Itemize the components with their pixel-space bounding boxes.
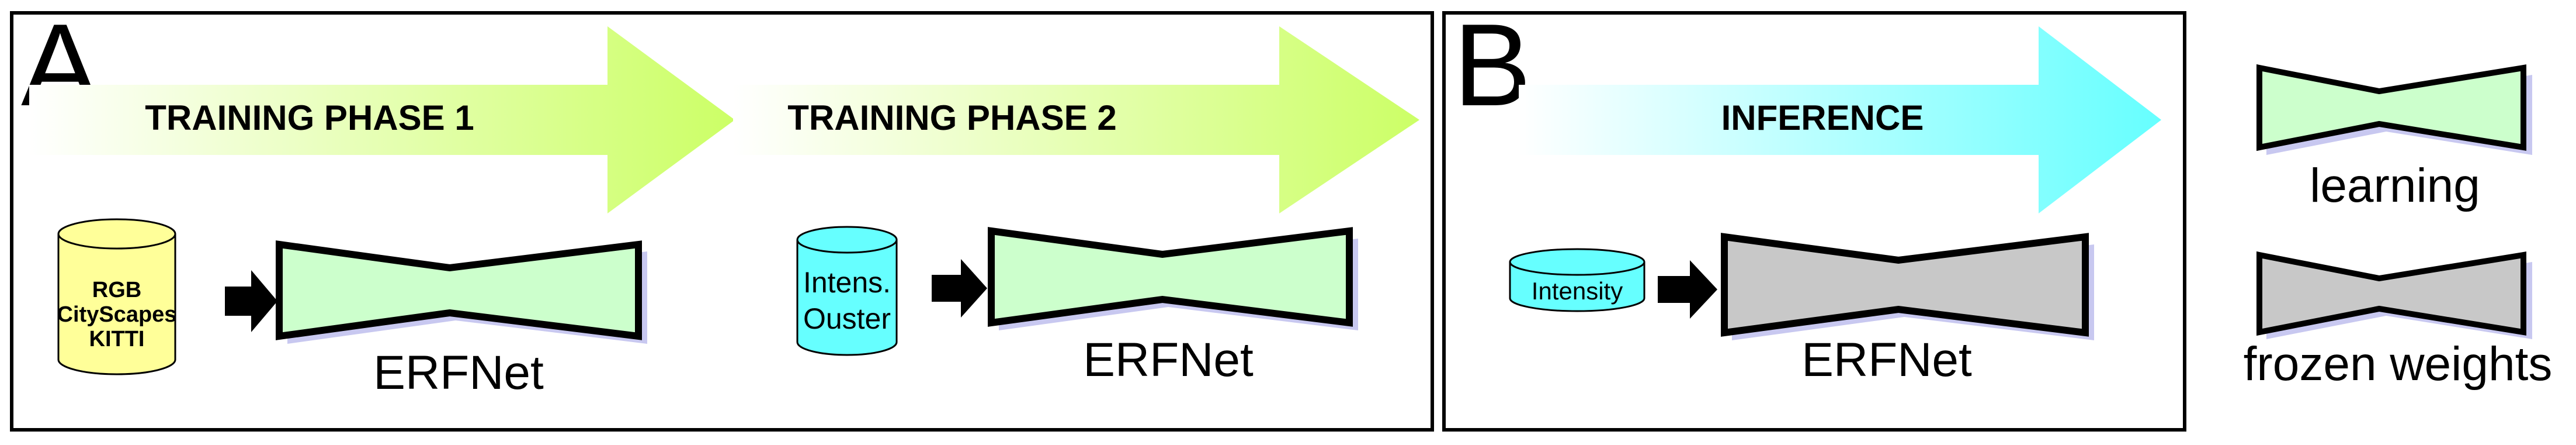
input-arrow-3 (1658, 260, 1717, 319)
inference-label: INFERENCE (1721, 98, 1924, 137)
input-arrow-2 (932, 259, 987, 318)
erfnet-label-3: ERFNet (1801, 333, 1972, 387)
dataset-cityscapes-label: CityScapes (57, 302, 177, 327)
dataset-intensity-label: Intensity (1532, 277, 1623, 305)
training-phase-1-arrow (29, 26, 735, 213)
legend-learning-shape (2256, 64, 2532, 155)
rgb-dataset-cylinder: RGB CityScapes KITTI (57, 218, 177, 375)
legend-learning-label: learning (2310, 159, 2480, 212)
erfnet-model-2 (988, 227, 1358, 330)
panel-a: A TRAINING PHASE 1 TRAINING PHASE 2 RGB … (10, 0, 1434, 432)
erfnet-model-1 (276, 240, 647, 344)
panel-b-letter: B (1453, 0, 1531, 130)
legend-frozen-label: frozen weights (2244, 337, 2553, 391)
legend: learning frozen weights (2244, 64, 2553, 391)
dataset-intens-label: Intens. (803, 266, 891, 299)
legend-frozen-shape (2256, 251, 2532, 339)
dataset-kitti-label: KITTI (89, 327, 145, 351)
training-phase-1-label: TRAINING PHASE 1 (145, 98, 474, 137)
panel-a-frame (10, 11, 1434, 432)
input-arrow-1 (225, 270, 277, 332)
dataset-ouster-label: Ouster (803, 302, 891, 335)
inference-arrow (1519, 26, 2161, 213)
panel-b: B INFERENCE Intensity ERFNet (1442, 0, 2186, 432)
ouster-dataset-cylinder: Intens. Ouster (796, 226, 898, 356)
erfnet-model-3 (1721, 233, 2094, 340)
intensity-dataset-cylinder: Intensity (1509, 248, 1645, 312)
training-phase-2-label: TRAINING PHASE 2 (787, 98, 1116, 137)
erfnet-label-1: ERFNet (373, 346, 544, 399)
dataset-rgb-label: RGB (92, 278, 141, 302)
training-phase-2-arrow (733, 26, 1419, 213)
erfnet-label-2: ERFNet (1083, 333, 1254, 387)
